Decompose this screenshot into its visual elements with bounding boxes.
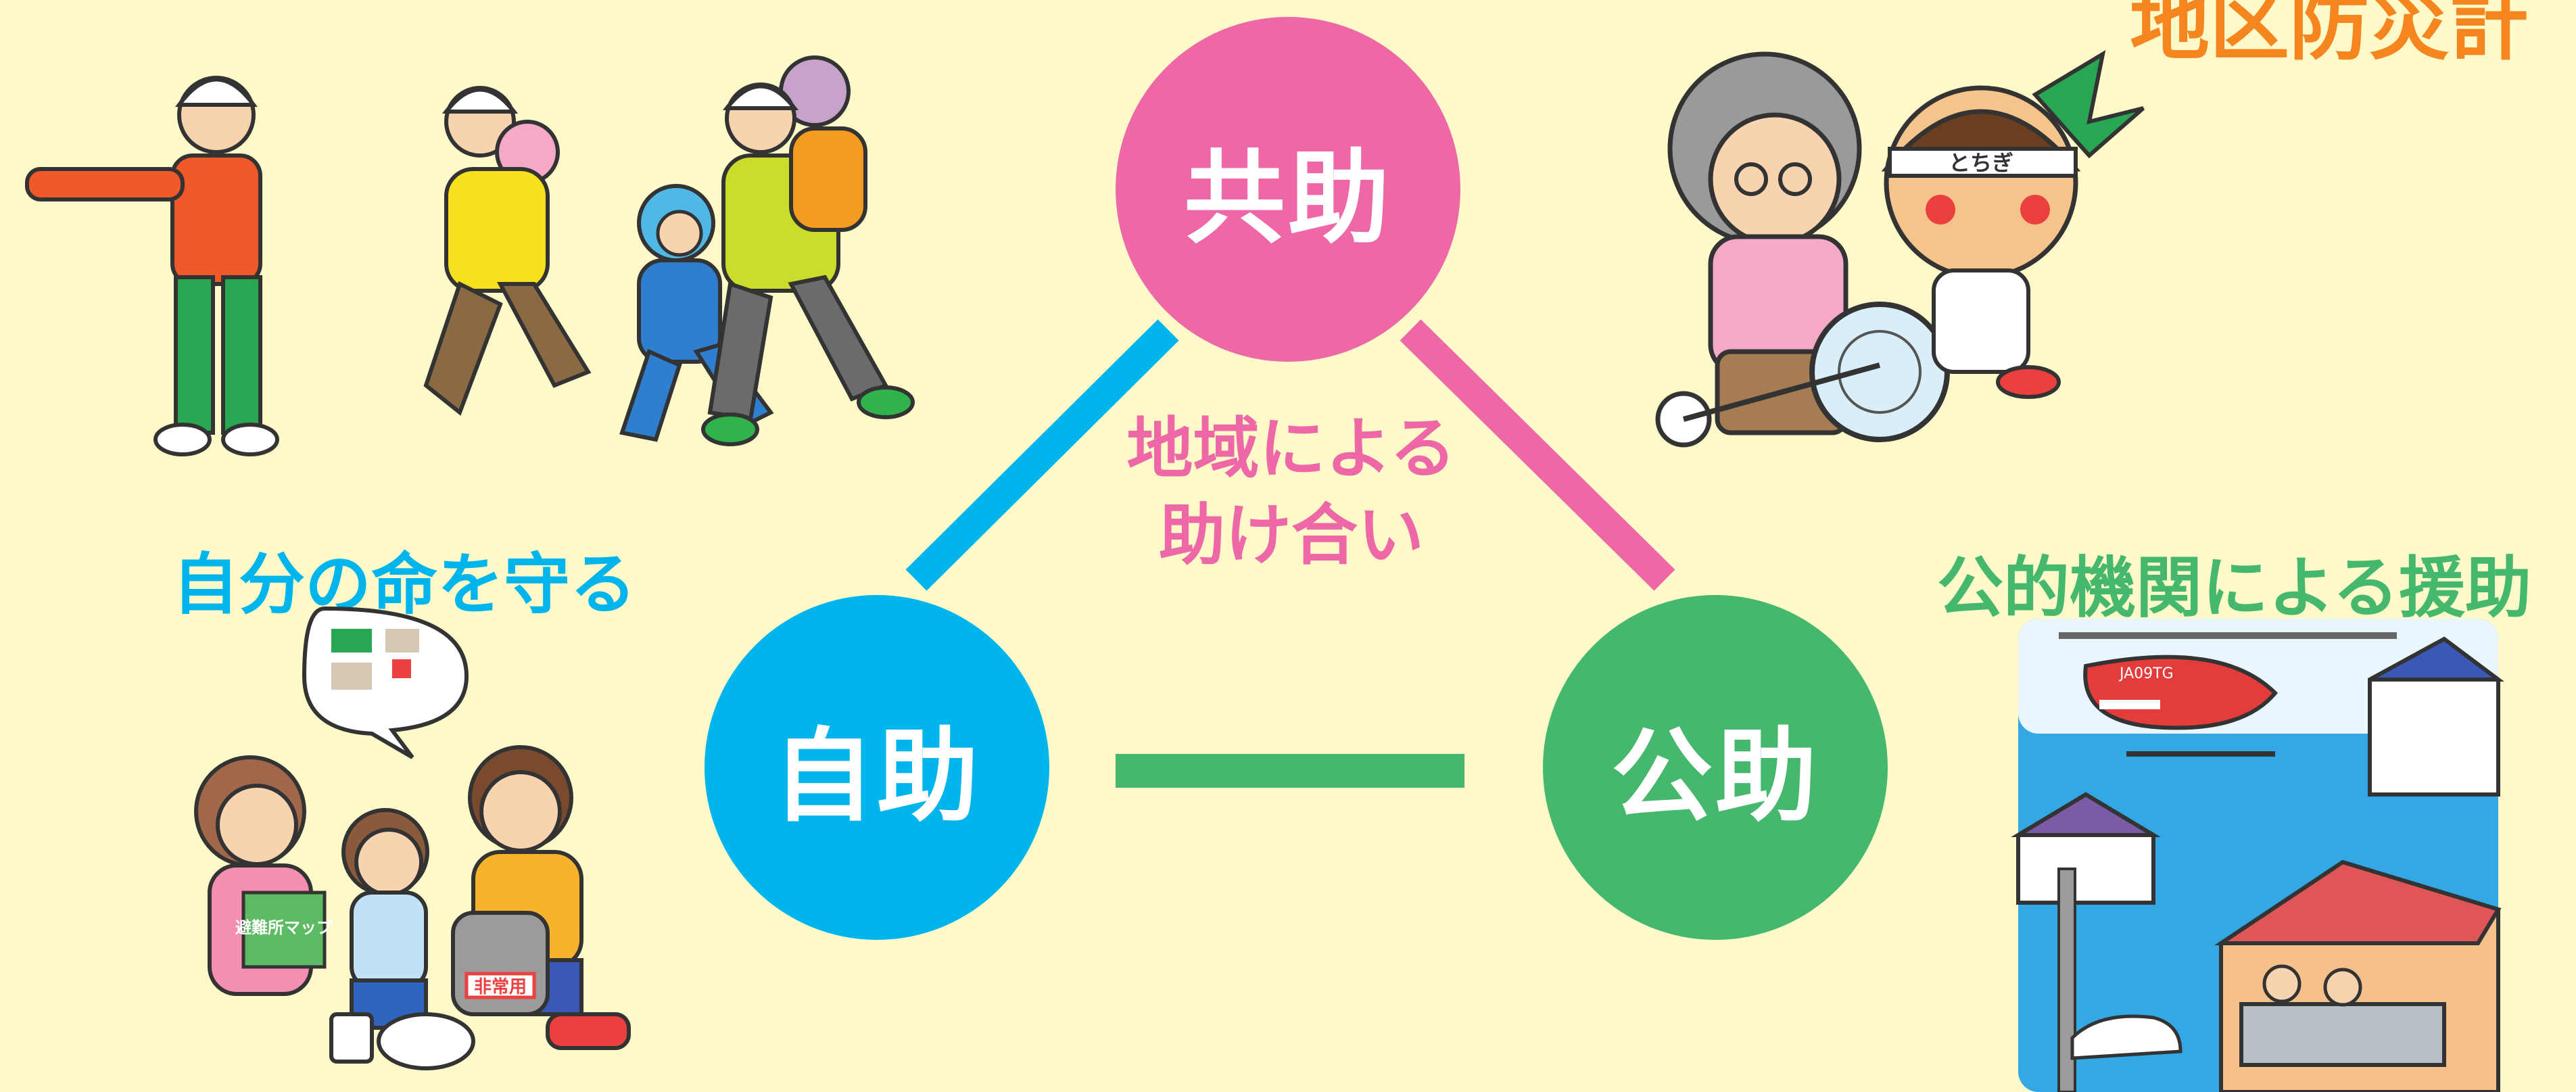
running-boy-figure xyxy=(619,184,774,442)
connector-kyojo-kojo xyxy=(1400,319,1675,591)
mother-figure: 避難所マップ xyxy=(194,755,333,996)
submerged-car xyxy=(2070,1014,2183,1060)
helmet-shape xyxy=(377,1012,475,1070)
kyojo-caption-line1: 地域による xyxy=(1126,410,1456,488)
houses-figure xyxy=(2011,636,2504,1092)
child-figure xyxy=(341,808,429,1030)
mascot-band-text: とちぎ xyxy=(1949,150,2013,176)
kojo-label: 公助 xyxy=(1611,717,1819,836)
man-carrying-elder-figure xyxy=(701,55,915,446)
woman-carrying-child-figure xyxy=(423,86,592,416)
map-book-text: 避難所マップ xyxy=(235,918,333,937)
map-speech-bubble xyxy=(302,606,469,759)
page-title: 地区防災計 xyxy=(2130,0,2529,71)
grandmother-figure xyxy=(1667,51,1862,435)
jijo-circle: 自助 xyxy=(705,595,1049,940)
evacuation-illustration xyxy=(25,55,915,456)
kojo-caption: 公的機関による援助 xyxy=(1937,550,2532,627)
rescued-person-1 xyxy=(2262,964,2301,1003)
rescued-person-2 xyxy=(2323,968,2362,1007)
jijo-label: 自助 xyxy=(772,717,981,836)
wheelchair-figure xyxy=(1655,302,1950,448)
wheelchair-assistance-illustration: とちぎ xyxy=(1655,49,2145,448)
family-preparing-illustration: 避難所マップ 非常用 xyxy=(194,606,631,1070)
kyojo-caption: 地域による 助け合い xyxy=(1095,406,1487,579)
tochigi-mascot-figure: とちぎ xyxy=(1881,49,2145,399)
flashlight-shape xyxy=(546,1012,631,1050)
kyojo-caption-line2: 助け合い xyxy=(1158,497,1424,574)
flood-rescue-illustration: JA09TG xyxy=(2011,619,2504,1092)
pointing-person-figure xyxy=(25,76,279,456)
backpack-text: 非常用 xyxy=(474,977,527,997)
kyojo-label: 共助 xyxy=(1183,139,1392,258)
helicopter-figure: JA09TG xyxy=(2059,632,2397,757)
helicopter-registration-text: JA09TG xyxy=(2118,665,2174,682)
kojo-circle: 公助 xyxy=(1543,595,1888,940)
father-figure: 非常用 xyxy=(451,745,583,1016)
radio-shape xyxy=(329,1012,374,1064)
kyojo-circle: 共助 xyxy=(1116,17,1460,362)
jijo-caption: 自分の命を守る xyxy=(172,546,637,623)
connector-jijo-kyojo xyxy=(905,319,1179,591)
